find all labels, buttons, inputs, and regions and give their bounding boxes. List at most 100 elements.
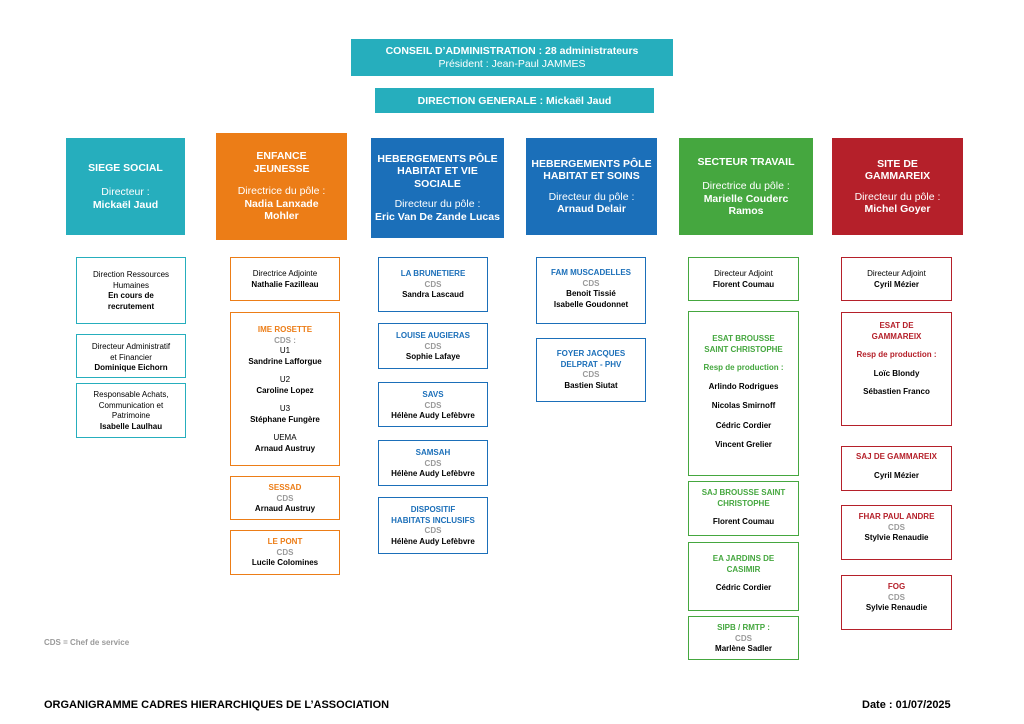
box-foyer-jacques-delprat: FOYER JACQUES DELPRAT - PHV CDS Bastien …: [536, 338, 646, 402]
column-director: Arnaud Delair: [557, 203, 626, 215]
box-esat-gammareix: ESAT DE GAMMAREIX Resp de production : L…: [841, 312, 952, 426]
sipb-cds: CDS: [735, 633, 752, 643]
gam-saj-name: Cyril Mézier: [874, 470, 919, 480]
footer-date: Date : 01/07/2025: [862, 699, 951, 711]
esat-line1: ESAT BROUSSE: [712, 334, 775, 343]
sessad-name: Arnaud Austruy: [254, 504, 316, 513]
samsah-name: Hélène Audy Lefèbvre: [391, 469, 475, 478]
esat-prod2: Nicolas Smirnoff: [711, 401, 776, 410]
footer-title: ORGANIGRAMME CADRES HIERARCHIQUES DE L’A…: [44, 699, 390, 711]
adj-role: Directrice Adjointe: [252, 269, 318, 278]
column-director: Michel Goyer: [864, 203, 931, 215]
u2-name: Caroline Lopez: [256, 385, 314, 395]
louise-name: Sophie Lafaye: [405, 352, 461, 361]
sessad-title: SESSAD: [268, 483, 302, 492]
gam-esat-prod2: Sébastien Franco: [863, 387, 930, 396]
pont-title: LE PONT: [267, 537, 303, 546]
foyer-line1: FOYER JACQUES: [556, 349, 626, 358]
foyer-line2: DELPRAT - PHV: [560, 359, 622, 369]
gam-saj-title: SAJ DE GAMMAREIX: [856, 452, 937, 461]
ea-name: Cédric Cordier: [715, 583, 772, 592]
box-dispositif-habitats-inclusifs: DISPOSITIF HABITATS INCLUSIFS CDS Hélène…: [378, 497, 488, 554]
column-header-site-gammareix: SITE DE GAMMAREIX Directeur du pôle : Mi…: [832, 138, 963, 235]
gam-adj-role: Directeur Adjoint: [867, 269, 926, 278]
foyer-cds: CDS: [582, 370, 600, 379]
gam-esat-line1: ESAT DE: [879, 321, 914, 330]
louise-cds: CDS: [424, 341, 442, 351]
column-role: Directrice du pôle :: [237, 185, 326, 198]
saj-name: Florent Coumau: [712, 517, 775, 526]
savs-title: SAVS: [422, 390, 444, 399]
box-responsable-achats: Responsable Achats, Communication et Pat…: [76, 383, 186, 438]
column-role: Directeur :: [101, 186, 150, 199]
gam-esat-prod1: Loïc Blondy: [873, 368, 920, 378]
disp-line1: DISPOSITIF: [410, 505, 456, 514]
box-direction-rh: Direction Ressources Humaines En cours d…: [76, 257, 186, 324]
column-header-habitat-vie-sociale: HEBERGEMENTS PÔLE HABITAT ET VIE SOCIALE…: [371, 138, 504, 238]
column-title: HEBERGEMENTS PÔLE HABITAT ET SOINS: [531, 157, 652, 183]
box-esat-brousse: ESAT BROUSSE SAINT CHRISTOPHE Resp de pr…: [688, 311, 799, 476]
esat-line2: SAINT CHRISTOPHE: [704, 344, 783, 354]
box-louise-augieras: LOUISE AUGIERAS CDS Sophie Lafaye: [378, 323, 488, 369]
uema-label: UEMA: [273, 433, 297, 442]
disp-name: Hélène Audy Lefèbvre: [391, 536, 475, 546]
brun-title: LA BRUNETIERE: [400, 269, 466, 278]
box-sessad: SESSAD CDS Arnaud Austruy: [230, 476, 340, 520]
column-header-secteur-travail: SECTEUR TRAVAIL Directrice du pôle : Mar…: [679, 138, 813, 235]
ach-line1: Responsable Achats,: [93, 390, 169, 399]
box-la-brunetiere: LA BRUNETIERE CDS Sandra Lascaud: [378, 257, 488, 312]
column-role: Directeur du pôle :: [548, 190, 635, 203]
daf-line2: et Financier: [110, 352, 152, 362]
box-saj-gammareix: SAJ DE GAMMAREIX Cyril Mézier: [841, 446, 952, 491]
fog-cds: CDS: [888, 592, 905, 602]
column-header-habitat-soins: HEBERGEMENTS PÔLE HABITAT ET SOINS Direc…: [526, 138, 657, 235]
ea-line2: CASIMIR: [726, 564, 761, 574]
cds-legend: CDS = Chef de service: [44, 638, 130, 647]
conseil-administration-box: CONSEIL D’ADMINISTRATION : 28 administra…: [351, 39, 673, 76]
direction-generale-box: DIRECTION GENERALE : Mickaël Jaud: [375, 88, 654, 113]
sessad-cds: CDS: [276, 493, 294, 503]
fhar-cds: CDS: [888, 522, 905, 532]
column-director: Marielle Couderc Ramos: [703, 192, 789, 218]
esat-prod1: Arlindo Rodrigues: [708, 381, 779, 391]
u1-name: Sandrine Lafforgue: [248, 356, 322, 366]
box-sipb-rmtp: SIPB / RMTP : CDS Marlène Sadler: [688, 616, 799, 660]
box-fhar-paul-andre: FHAR PAUL ANDRE CDS Stylvie Renaudie: [841, 505, 952, 560]
column-role: Directeur du pôle :: [394, 198, 481, 211]
esat-resp: Resp de production :: [703, 363, 784, 372]
daf-name: Dominique Eichorn: [94, 363, 168, 372]
ime-cds: CDS :: [274, 335, 296, 345]
saj-line2: CHRISTOPHE: [717, 498, 770, 508]
saj-line1: SAJ BROUSSE SAINT: [701, 488, 786, 497]
adj-name: Nathalie Fazilleau: [251, 279, 319, 289]
ach-line2: Communication et: [98, 400, 164, 410]
fhar-title: FHAR PAUL ANDRE: [858, 512, 935, 521]
drh-status2: recrutement: [107, 301, 155, 311]
fam-name1: Benoit Tissié: [566, 289, 616, 298]
direction-generale-label: DIRECTION GENERALE : Mickaël Jaud: [417, 94, 612, 107]
column-title: SITE DE GAMMAREIX: [864, 157, 931, 183]
brun-cds: CDS: [424, 279, 442, 289]
box-savs: SAVS CDS Hélène Audy Lefèbvre: [378, 382, 488, 427]
column-title: HEBERGEMENTS PÔLE HABITAT ET VIE SOCIALE: [377, 152, 498, 190]
box-enfance-directrice-adjointe: Directrice Adjointe Nathalie Fazilleau: [230, 257, 340, 301]
gam-esat-line2: GAMMAREIX: [871, 331, 922, 341]
ach-line3: Patrimoine: [111, 411, 151, 420]
box-gammareix-directeur-adjoint: Directeur Adjoint Cyril Mézier: [841, 257, 952, 301]
sipb-title: SIPB / RMTP :: [717, 623, 770, 632]
column-director: Mickaël Jaud: [92, 198, 159, 211]
box-saj-brousse: SAJ BROUSSE SAINT CHRISTOPHE Florent Cou…: [688, 481, 799, 536]
fam-cds: CDS: [582, 278, 600, 288]
u3-name: Stéphane Fungère: [250, 414, 320, 424]
box-ea-jardins-casimir: EA JARDINS DE CASIMIR Cédric Cordier: [688, 542, 799, 611]
disp-line2: HABITATS INCLUSIFS: [391, 515, 475, 525]
column-role: Directeur du pôle :: [854, 190, 941, 203]
box-directeur-admin-financier: Directeur Administratif et Financier Dom…: [76, 334, 186, 378]
daf-line1: Directeur Administratif: [91, 342, 171, 351]
pont-name: Lucile Colomines: [251, 558, 319, 567]
disp-cds: CDS: [424, 526, 442, 535]
savs-cds: CDS: [424, 400, 442, 410]
sipb-name: Marlène Sadler: [715, 644, 772, 653]
samsah-cds: CDS: [424, 458, 442, 468]
fog-name: Sylvie Renaudie: [865, 603, 928, 612]
